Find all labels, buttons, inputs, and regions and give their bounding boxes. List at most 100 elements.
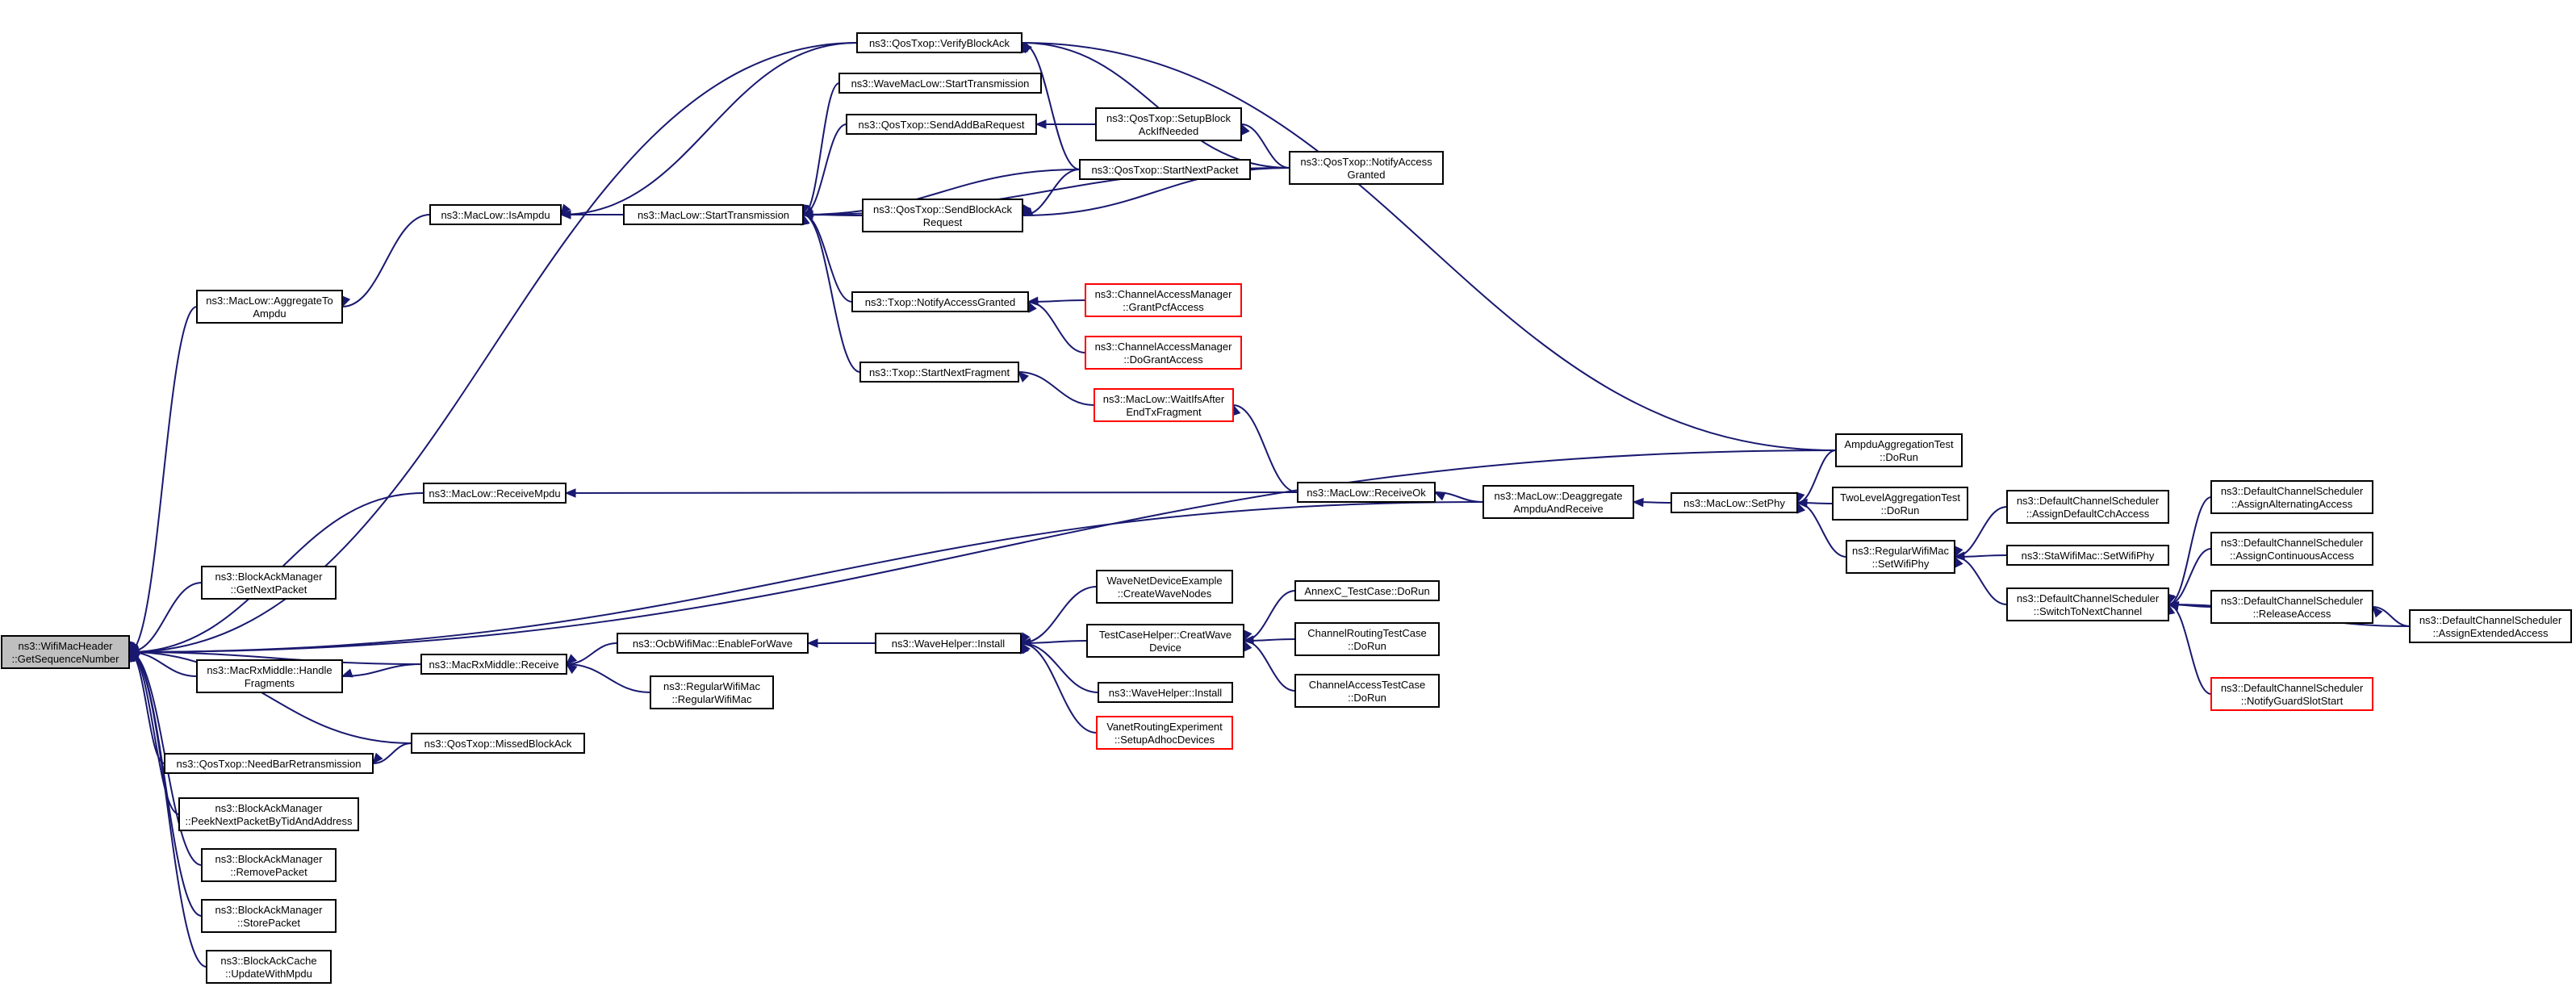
node-ns3-wavehelper-install[interactable]: ns3::WaveHelper::Install xyxy=(1098,682,1233,703)
node-ns3-blockackmanager-peeknextpacketbytidandaddress[interactable]: ns3::BlockAckManager::PeekNextPacketByTi… xyxy=(178,797,359,831)
node-ns3-txop-startnextfragment[interactable]: ns3::Txop::StartNextFragment xyxy=(859,362,1019,383)
node-label-line: ns3::MacLow::ReceiveOk xyxy=(1307,487,1426,499)
node-ns3-maclow-receivempdu[interactable]: ns3::MacLow::ReceiveMpdu xyxy=(423,483,567,504)
edge-ampduTest-to-setPhy xyxy=(1796,450,1837,504)
node-label-line: ChannelAccessTestCase xyxy=(1309,679,1426,691)
node-label-line: Granted xyxy=(1348,169,1386,181)
node-label-line: ::ReleaseAccess xyxy=(2253,608,2331,620)
node-ns3-regularwifimac-setwifiphy[interactable]: ns3::RegularWifiMac::SetWifiPhy xyxy=(1846,540,1955,574)
node-channelroutingtestcase-dorun[interactable]: ChannelRoutingTestCase::DoRun xyxy=(1294,622,1440,656)
node-label-line: AnnexC_TestCase::DoRun xyxy=(1304,585,1429,597)
node-ns3-maclow-receiveok[interactable]: ns3::MacLow::ReceiveOk xyxy=(1297,482,1436,503)
node-box xyxy=(164,753,374,774)
node-box xyxy=(2210,590,2373,624)
node-annexc-testcase-dorun[interactable]: AnnexC_TestCase::DoRun xyxy=(1294,580,1440,601)
node-label-line: ns3::WaveHelper::Install xyxy=(1109,687,1223,699)
edge-line xyxy=(1020,642,1099,693)
node-vanetroutingexperiment-setupadhocdevices[interactable]: VanetRoutingExperiment::SetupAdhocDevice… xyxy=(1096,716,1233,750)
edge-line xyxy=(341,214,431,307)
node-ns3-defaultchannelscheduler-assignalternatingaccess[interactable]: ns3::DefaultChannelScheduler::AssignAlte… xyxy=(2210,480,2373,514)
node-wavenetdeviceexample-createwavenodes[interactable]: WaveNetDeviceExample::CreateWaveNodes xyxy=(1096,570,1233,604)
node-box xyxy=(420,654,567,675)
node-ns3-channelaccessmanager-dograntaccess[interactable]: ns3::ChannelAccessManager::DoGrantAccess xyxy=(1085,336,1242,370)
node-ns3-wifimacheader-getsequencenumber[interactable]: ns3::WifiMacHeader::GetSequenceNumber xyxy=(1,635,130,669)
node-box xyxy=(2006,545,2169,566)
node-ns3-wavemaclow-starttransmission[interactable]: ns3::WaveMacLow::StartTransmission xyxy=(838,73,1042,94)
node-ns3-maclow-starttransmission[interactable]: ns3::MacLow::StartTransmission xyxy=(623,204,804,225)
node-label-line: ns3::QosTxop::NotifyAccess xyxy=(1300,156,1432,168)
node-box xyxy=(1671,492,1798,513)
node-label-line: ns3::QosTxop::SendBlockAck xyxy=(873,203,1012,215)
node-ns3-stawifimac-setwifiphy[interactable]: ns3::StaWifiMac::SetWifiPhy xyxy=(2006,545,2169,566)
node-ns3-qostxop-missedblockack[interactable]: ns3::QosTxop::MissedBlockAck xyxy=(411,733,585,754)
node-box xyxy=(1086,624,1244,658)
node-label-line: ::SetWifiPhy xyxy=(1872,558,1930,570)
node-ns3-regularwifimac-regularwifimac[interactable]: ns3::RegularWifiMac::RegularWifiMac xyxy=(650,675,774,709)
node-box xyxy=(423,483,567,504)
node-label-line: ns3::QosTxop::VerifyBlockAck xyxy=(869,37,1010,49)
node-ampduaggregationtest-dorun[interactable]: AmpduAggregationTest::DoRun xyxy=(1835,433,1963,467)
edge-txopNotify-to-macStartTx xyxy=(801,213,853,303)
node-label-line: ns3::QosTxop::SetupBlock xyxy=(1106,112,1231,124)
node-ns3-defaultchannelscheduler-assigndefaultcchaccess[interactable]: ns3::DefaultChannelScheduler::AssignDefa… xyxy=(2006,490,2169,524)
node-ns3-defaultchannelscheduler-assigncontinuousaccess[interactable]: ns3::DefaultChannelScheduler::AssignCont… xyxy=(2210,532,2373,566)
node-box xyxy=(1832,487,1968,521)
node-ns3-blockackmanager-removepacket[interactable]: ns3::BlockAckManager::RemovePacket xyxy=(201,848,337,882)
node-box xyxy=(1098,682,1233,703)
node-label-line: ::RemovePacket xyxy=(230,866,307,878)
node-ns3-qostxop-sendaddbarequest[interactable]: ns3::QosTxop::SendAddBaRequest xyxy=(846,114,1037,135)
node-ns3-maclow-setphy[interactable]: ns3::MacLow::SetPhy xyxy=(1671,492,1798,513)
node-ns3-defaultchannelscheduler-releaseaccess[interactable]: ns3::DefaultChannelScheduler::ReleaseAcc… xyxy=(2210,590,2373,624)
node-label-line: ns3::QosTxop::NeedBarRetransmission xyxy=(176,758,361,770)
node-ns3-ocbwifimac-enableforwave[interactable]: ns3::OcbWifiMac::EnableForWave xyxy=(617,633,809,654)
node-label-line: ::GrantPcfAccess xyxy=(1123,301,1204,313)
node-label-line: ns3::DefaultChannelScheduler xyxy=(2017,495,2160,507)
node-channelaccesstestcase-dorun[interactable]: ChannelAccessTestCase::DoRun xyxy=(1294,674,1440,708)
node-ns3-txop-notifyaccessgranted[interactable]: ns3::Txop::NotifyAccessGranted xyxy=(851,291,1029,312)
node-label-line: ns3::DefaultChannelScheduler xyxy=(2419,614,2562,626)
node-box xyxy=(1846,540,1955,574)
node-ns3-qostxop-needbarretransmission[interactable]: ns3::QosTxop::NeedBarRetransmission xyxy=(164,753,374,774)
node-ns3-defaultchannelscheduler-switchtonextchannel[interactable]: ns3::DefaultChannelScheduler::SwitchToNe… xyxy=(2006,587,2169,621)
node-ns3-maclow-isampdu[interactable]: ns3::MacLow::IsAmpdu xyxy=(429,204,562,225)
node-box xyxy=(2006,490,2169,524)
node-ns3-macrxmiddle-receive[interactable]: ns3::MacRxMiddle::Receive xyxy=(420,654,567,675)
node-label-line: ::AssignExtendedAccess xyxy=(2432,627,2549,639)
node-box xyxy=(1289,151,1444,185)
node-ns3-blockackmanager-storepacket[interactable]: ns3::BlockAckManager::StorePacket xyxy=(201,899,337,933)
node-label-line: Ampdu xyxy=(253,307,286,320)
edge-macStartTx-to-isAmpdu xyxy=(559,210,624,220)
edge-setPhy-to-deaggregate xyxy=(1632,497,1672,508)
node-ns3-qostxop-verifyblockack[interactable]: ns3::QosTxop::VerifyBlockAck xyxy=(856,32,1022,53)
node-box xyxy=(1482,485,1634,519)
node-label-line: ns3::MacLow::WaitIfsAfter xyxy=(1103,393,1225,405)
edge-waveInstall-to-enableWave xyxy=(806,638,876,648)
node-ns3-defaultchannelscheduler-assignextendedaccess[interactable]: ns3::DefaultChannelScheduler::AssignExte… xyxy=(2409,609,2572,643)
node-label-line: ns3::WifiMacHeader xyxy=(18,640,113,652)
node-ns3-wavehelper-install[interactable]: ns3::WaveHelper::Install xyxy=(875,633,1022,654)
edge-arrowhead xyxy=(1018,371,1029,383)
node-ns3-qostxop-startnextpacket[interactable]: ns3::QosTxop::StartNextPacket xyxy=(1079,159,1251,180)
node-box xyxy=(846,114,1037,135)
edge-ampduTest-to-verifyBA xyxy=(1021,42,1837,451)
node-ns3-blockackcache-updatewithmpdu[interactable]: ns3::BlockAckCache::UpdateWithMpdu xyxy=(206,950,332,984)
node-ns3-channelaccessmanager-grantpcfaccess[interactable]: ns3::ChannelAccessManager::GrantPcfAcces… xyxy=(1085,283,1242,317)
edge-line xyxy=(1021,42,1837,451)
node-box xyxy=(178,797,359,831)
edge-notifyGuard-to-switchNext xyxy=(2166,603,2212,695)
node-twolevelaggregationtest-dorun[interactable]: TwoLevelAggregationTest::DoRun xyxy=(1832,487,1968,521)
node-ns3-defaultchannelscheduler-notifyguardslotstart[interactable]: ns3::DefaultChannelScheduler::NotifyGuar… xyxy=(2210,677,2373,711)
edge-vanetSetup-to-waveInstall xyxy=(1020,642,1098,734)
node-ns3-qostxop-notifyaccess-granted[interactable]: ns3::QosTxop::NotifyAccessGranted xyxy=(1289,151,1444,185)
node-label-line: ::UpdateWithMpdu xyxy=(225,968,312,980)
node-ns3-blockackmanager-getnextpacket[interactable]: ns3::BlockAckManager::GetNextPacket xyxy=(201,566,337,600)
node-box xyxy=(1095,107,1242,141)
